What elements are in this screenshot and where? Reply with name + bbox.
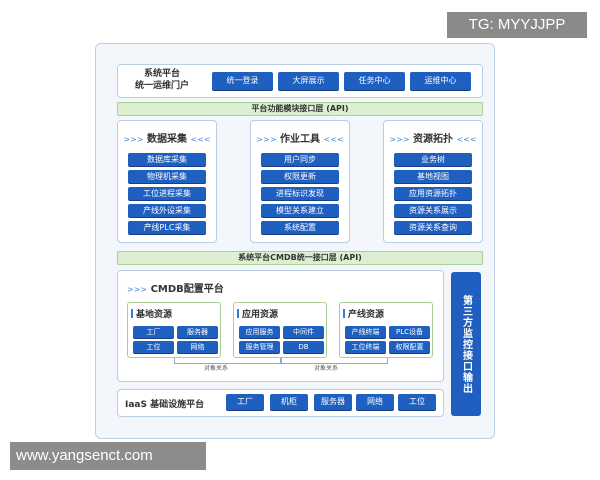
module-item[interactable]: 业务树 (394, 153, 472, 166)
cmdb-group-title: 产线资源 (343, 307, 384, 320)
chevron-left-icon: <<< (323, 135, 344, 144)
cmdb-title-text: CMDB配置平台 (150, 284, 224, 295)
relation-label: 对象关系 (314, 365, 339, 372)
chevron-right-icon: >>> (127, 285, 148, 294)
watermark-top: TG: MYYJJPP (447, 12, 587, 38)
chevron-right-icon: >>> (389, 135, 410, 144)
chevron-left-icon: <<< (190, 135, 211, 144)
portal-button-opscenter[interactable]: 运维中心 (410, 72, 471, 90)
module-item[interactable]: 数据库采集 (128, 153, 206, 166)
module-item[interactable]: 产线外设采集 (128, 204, 206, 217)
cmdb-item[interactable]: 权限配置 (389, 341, 430, 353)
cmdb-item[interactable]: 应用服务 (239, 326, 280, 338)
module-item[interactable]: 用户同步 (261, 153, 339, 166)
iaas-button[interactable]: 机柜 (270, 394, 308, 410)
third-party-label: 第三方监控接口输出 (460, 294, 472, 394)
portal-label: 系统平台 统一运维门户 (126, 68, 198, 92)
module-item[interactable]: 权限更新 (261, 170, 339, 183)
module-item[interactable]: 进程标识发现 (261, 187, 339, 200)
module-title-text: 作业工具 (280, 134, 320, 145)
cmdb-item[interactable]: 服务器 (177, 326, 218, 338)
module-title-tools: >>> 作业工具 <<< (252, 130, 348, 145)
module-title-data-collection: >>> 数据采集 <<< (119, 130, 215, 145)
relation-connector (174, 358, 282, 364)
cmdb-item[interactable]: 网络 (177, 341, 218, 353)
module-item[interactable]: 应用资源拓扑 (394, 187, 472, 200)
iaas-button[interactable]: 工位 (398, 394, 436, 410)
cmdb-item[interactable]: 中间件 (283, 326, 324, 338)
module-title-text: 资源拓扑 (413, 134, 453, 145)
iaas-button[interactable]: 服务器 (314, 394, 352, 410)
module-title-text: 数据采集 (147, 134, 187, 145)
module-item[interactable]: 工位进程采集 (128, 187, 206, 200)
cmdb-group-title: 基地资源 (131, 307, 172, 320)
chevron-left-icon: <<< (456, 135, 477, 144)
module-item[interactable]: 物理机采集 (128, 170, 206, 183)
cmdb-item[interactable]: 工位 (133, 341, 174, 353)
module-item[interactable]: 资源关系查询 (394, 221, 472, 234)
iaas-button[interactable]: 工厂 (226, 394, 264, 410)
cmdb-item[interactable]: 产线终端 (345, 326, 386, 338)
module-item[interactable]: 产线PLC采集 (128, 221, 206, 234)
cmdb-group-title: 应用资源 (237, 307, 278, 320)
portal-button-login[interactable]: 统一登录 (212, 72, 273, 90)
cmdb-title: >>> CMDB配置平台 (127, 280, 224, 295)
portal-label-line1: 系统平台 (143, 69, 180, 79)
cmdb-api-bar: 系统平台CMDB统一接口层 (API) (117, 251, 483, 265)
third-party-monitoring-output[interactable]: 第三方监控接口输出 (451, 272, 481, 416)
iaas-label: IaaS 基础设施平台 (125, 400, 205, 410)
cmdb-item[interactable]: 工厂 (133, 326, 174, 338)
iaas-button[interactable]: 网络 (356, 394, 394, 410)
module-item[interactable]: 系统配置 (261, 221, 339, 234)
chevron-right-icon: >>> (123, 135, 144, 144)
module-item[interactable]: 基地视图 (394, 170, 472, 183)
portal-button-taskcenter[interactable]: 任务中心 (344, 72, 405, 90)
cmdb-item[interactable]: 服务管理 (239, 341, 280, 353)
cmdb-item[interactable]: 工位终端 (345, 341, 386, 353)
module-title-topology: >>> 资源拓扑 <<< (385, 130, 481, 145)
portal-label-line2: 统一运维门户 (134, 81, 189, 91)
relation-label: 对象关系 (204, 365, 229, 372)
chevron-right-icon: >>> (256, 135, 277, 144)
module-item[interactable]: 资源关系展示 (394, 204, 472, 217)
cmdb-item[interactable]: PLC设备 (389, 326, 430, 338)
cmdb-item[interactable]: DB (283, 341, 324, 353)
function-api-bar: 平台功能模块接口层 (API) (117, 102, 483, 116)
watermark-bottom: www.yangsenct.com (10, 442, 206, 470)
relation-connector (280, 358, 388, 364)
module-item[interactable]: 模型关系建立 (261, 204, 339, 217)
portal-button-bigscreen[interactable]: 大屏展示 (278, 72, 339, 90)
